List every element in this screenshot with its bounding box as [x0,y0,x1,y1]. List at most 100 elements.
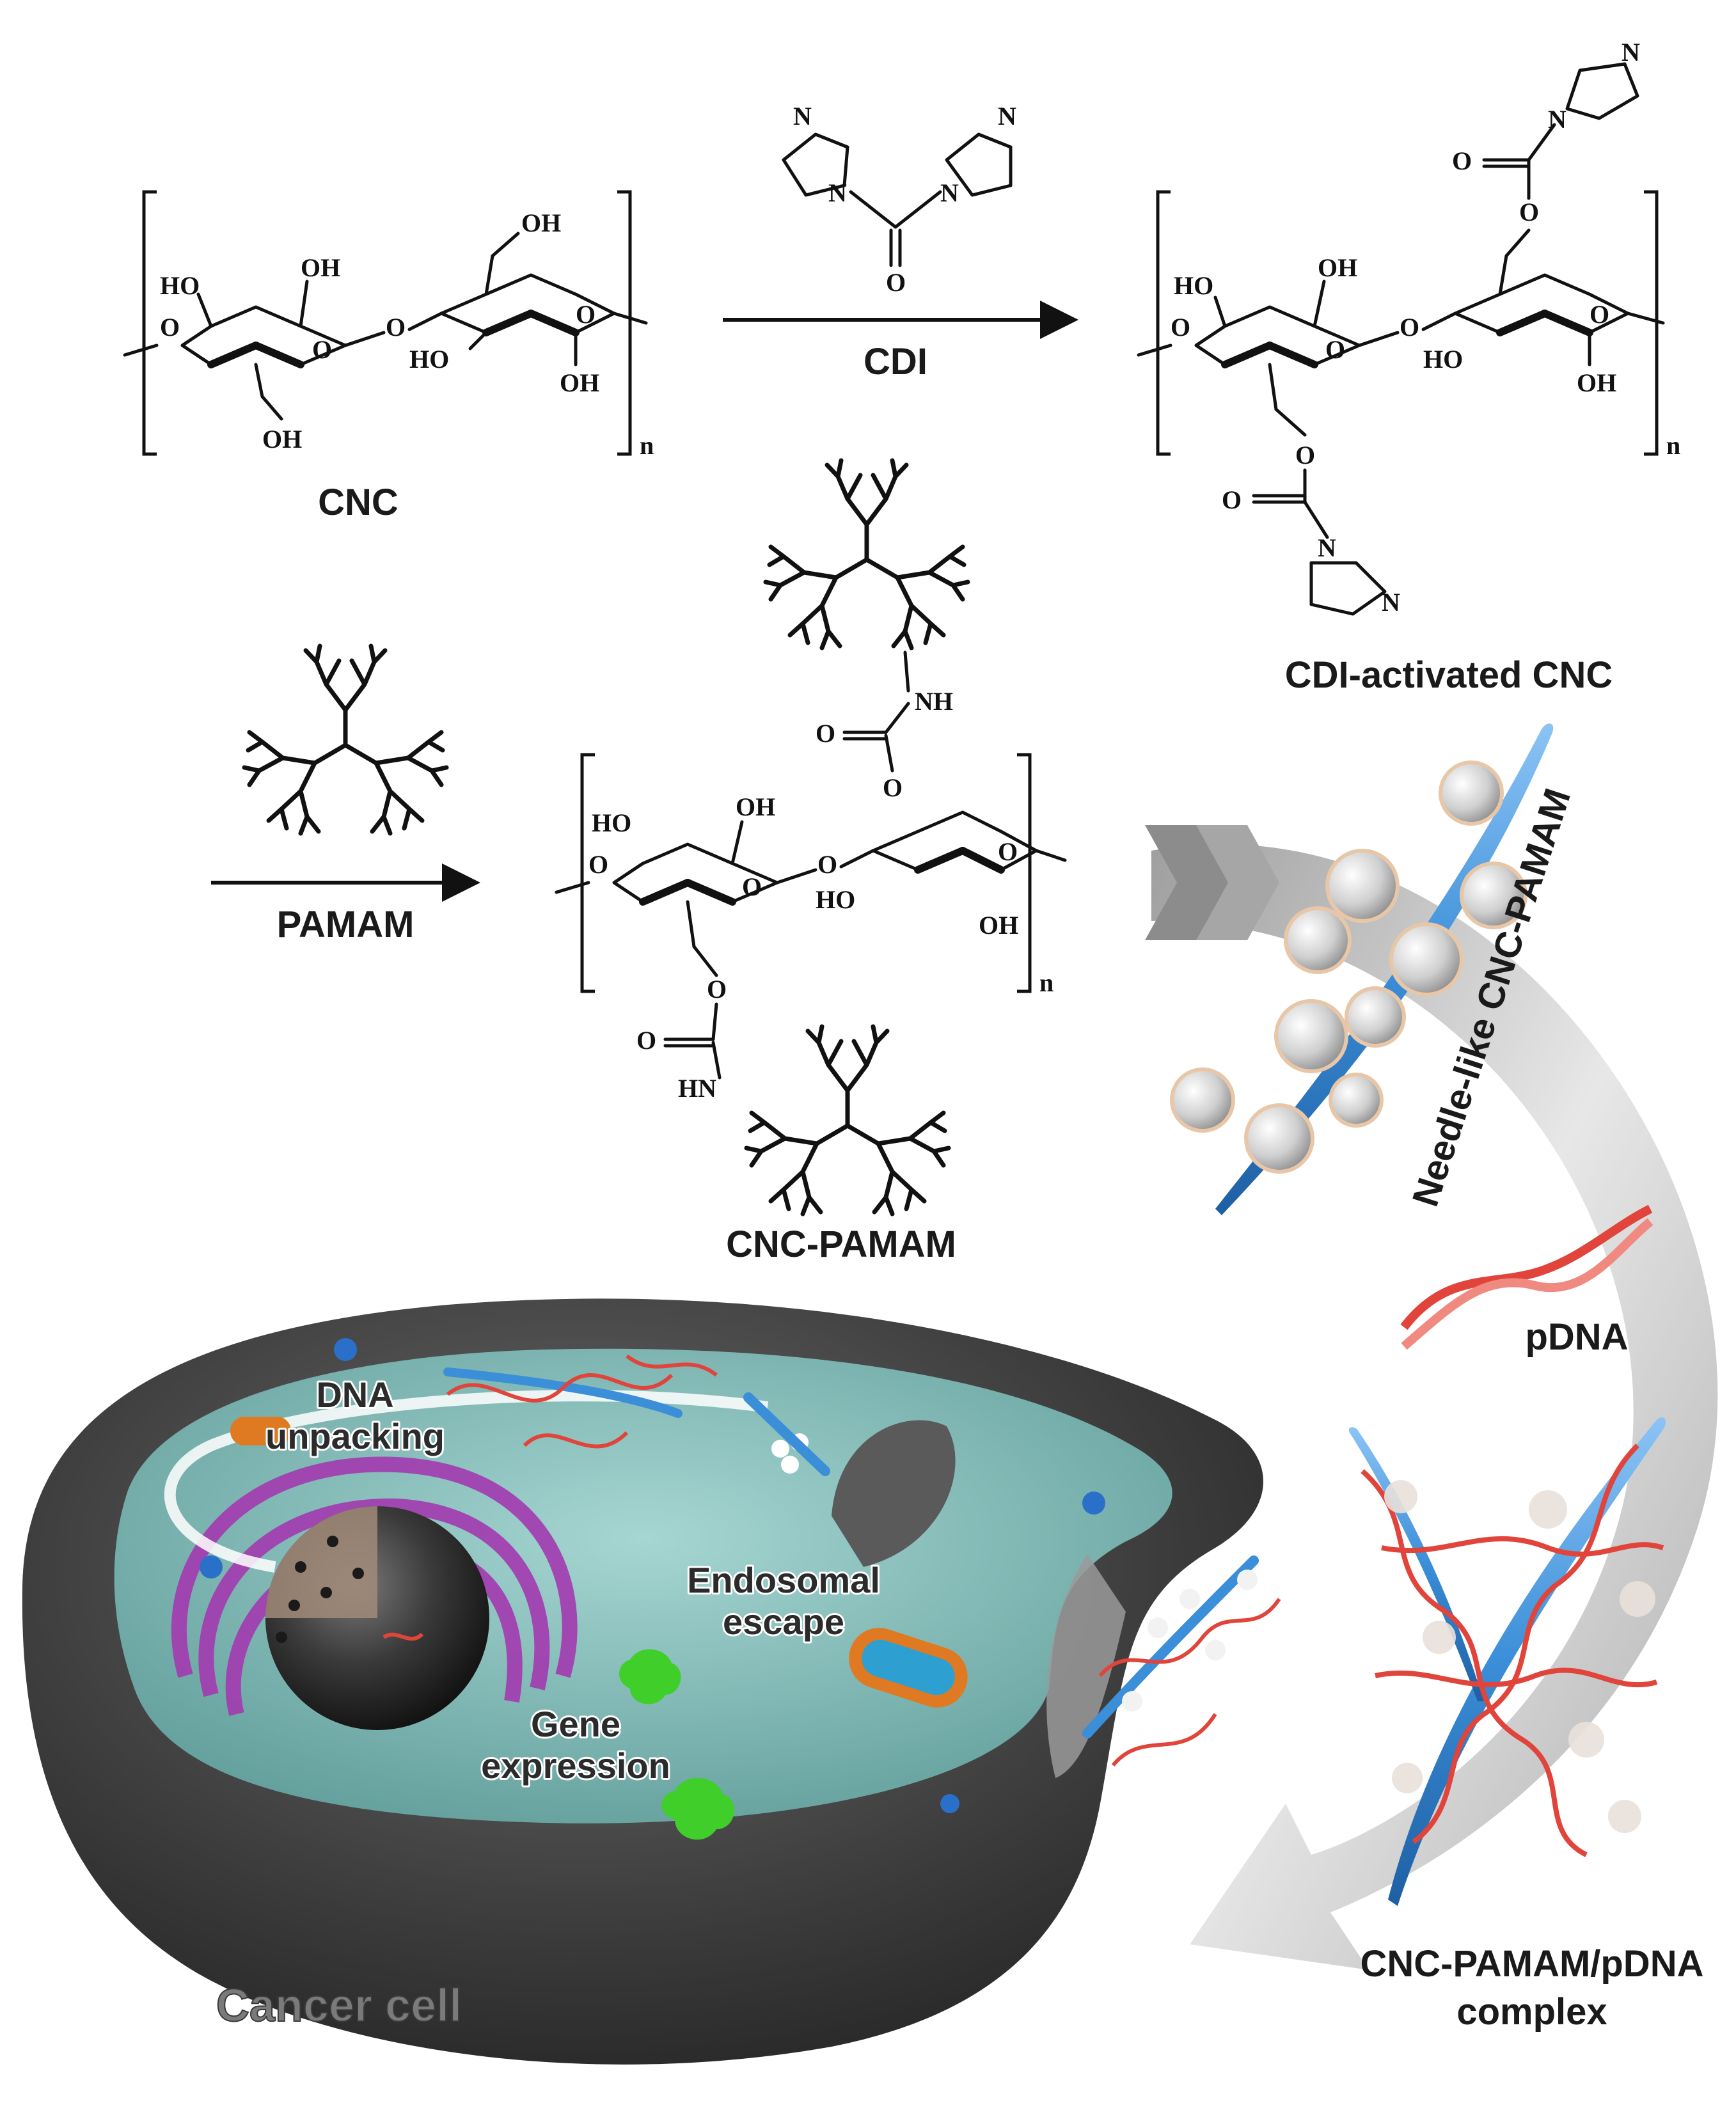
complex-label-line1: CNC-PAMAM/pDNA [1361,1943,1704,1985]
cnc-pamam-oh-right: OH [979,911,1018,940]
cdi-cnc-lower-carbonyl-o: O [1222,485,1242,514]
entering-needle-icon [1082,1555,1259,1738]
vesicle-icon-2 [200,1555,223,1579]
cnc-oh-right: OH [560,368,599,397]
pdna-strand-a [1400,1204,1653,1330]
cnc-needle-icon [1215,723,1554,1215]
gene-expression-label-line1: Gene [531,1704,620,1744]
cdi-cnc-glyco-o: O [1400,313,1419,342]
cnc-structure: n O O HO OH OH O O OH HO OH CNC [123,190,654,523]
cdi-cnc-upper-n1: N [1548,105,1566,134]
endosome-icon [832,1420,956,1567]
cdi-cnc-lower-o: O [1295,441,1315,469]
cnc-pamam-label: CNC-PAMAM [726,1224,956,1265]
cdi-cnc-ring2-o: O [1590,300,1609,329]
cnc-pamam-pdna-complex: CNC-PAMAM/pDNA complex [1348,1417,1704,2033]
cnc-oh-top2: OH [521,209,561,237]
protein-icon [619,1649,681,1705]
nucleus-envelope-cutaway [265,1506,377,1618]
cnc-pamam-subscript-n: n [1039,968,1053,997]
complex-dna-wraps [1361,1444,1664,1857]
process-arrow-icon [1151,844,1718,1970]
pamam-label: PAMAM [277,904,414,945]
cnc-pamam-hn: HN [678,1074,716,1103]
cnc-pamam-glyco-o: O [817,850,837,879]
vesicle-icon-3 [1082,1492,1105,1515]
cdi-reagent: N N N N O CDI [723,102,1078,382]
cdi-cnc-oh-top: OH [1318,253,1357,282]
cnc-ho-mid: HO [409,345,449,374]
cdi-cnc-ring1-o: O [1325,335,1345,364]
cdi-n-left-ring: N [828,178,847,207]
cnc-pamam-o-left: O [588,850,608,879]
cnc-o-left: O [160,313,180,342]
endosome-needle-icon [743,1392,830,1476]
vesicle-icon-4 [940,1794,959,1813]
nuclear-pores [276,1536,364,1643]
cnc-ring2-o: O [576,300,596,329]
nucleus-dna-icon [383,1632,424,1641]
cnc-label: CNC [318,482,398,523]
released-dna [446,1354,718,1449]
cnc-pamam-ho-top: HO [592,808,631,837]
process-arc [1145,825,1718,1970]
cancer-cell-label: Cancer cell [216,1980,462,2031]
cnc-oh-bottom: OH [262,425,302,453]
cdi-cnc-o-left: O [1171,313,1190,342]
cnc-pamam-top-carbonyl-o: O [816,719,835,748]
pamam-dendrimer-icon [244,646,446,833]
cdi-cnc-oh-right: OH [1577,368,1616,397]
cnc-pamam-nh: NH [915,687,953,716]
entering-dna [1098,1598,1281,1767]
cdi-cnc-upper-carbonyl-o: O [1452,146,1472,175]
vesicle-icon [334,1338,357,1361]
cdi-n-right: N [998,102,1016,130]
protein-icon-2 [661,1777,735,1840]
cdi-n-left: N [793,102,812,130]
pdna-label: pDNA [1525,1316,1628,1358]
membrane-invagination [1046,1554,1126,1778]
cdi-activated-cnc-label: CDI-activated CNC [1285,654,1613,696]
chevron-icon-2 [1196,825,1279,940]
cytosol-needle-icon [443,1367,683,1418]
cdi-cnc-ho-top: HO [1174,271,1213,300]
cnc-pamam-bottom-o: O [707,975,727,1004]
dna-unpacking-label-line2: unpacking [265,1416,445,1456]
pamam-particles [1170,760,1527,1174]
cnc-ho-top: HO [160,271,200,300]
cnc-pamam-ho-mid: HO [816,885,855,914]
pamam-dendrimer-bottom-icon [746,1027,949,1214]
cdi-activated-cnc-structure: n O O HO OH O O HO OH O O N N [1137,38,1680,696]
complex-pamam-particles [1384,1480,1655,1833]
cnc-oh-top1: OH [301,253,340,282]
cdi-cnc-lower-n2: N [1382,588,1400,617]
endosomal-escape-label-line1: Endosomal [687,1560,880,1600]
entering-particles [1122,1570,1258,1712]
cnc-pamam-structure: NH O O n O O HO OH O O HO OH O O [555,461,1067,1265]
dna-unpacking-label-line1: DNA [316,1374,393,1415]
cnc-pamam-oh-top: OH [736,792,775,821]
cdi-label: CDI [864,341,927,382]
cdi-cnc-lower-n1: N [1318,533,1336,562]
cdi-cnc-subscript-n: n [1666,431,1680,460]
pdna-strand-b [1401,1218,1653,1350]
complex-needle-icon-2 [1348,1427,1484,1701]
cdi-cnc-ho-mid: HO [1423,345,1463,374]
cnc-pamam-ring1-o: O [742,872,762,901]
pdna: pDNA [1400,1204,1653,1358]
gene-expression-label-line2: expression [481,1745,670,1786]
pamam-dendrimer-top-icon [766,461,968,648]
cdi-cnc-upper-o: O [1519,198,1539,226]
mitochondria-small-icon [230,1417,291,1445]
endosomal-escape-label-line2: escape [723,1602,844,1642]
cdi-o: O [886,268,906,297]
mitochondria-inner [862,1639,955,1696]
cnc-ring1-o: O [312,335,332,364]
cnc-pamam-bottom-carbonyl-o: O [636,1026,656,1055]
cdi-n-right-ring: N [940,178,959,207]
cnc-glyco-o: O [386,313,406,342]
cancer-cell: DNA unpacking Endosomal escape Gene expr… [22,1298,1281,2065]
complex-label-line2: complex [1456,1991,1607,2033]
cnc-subscript-n: n [640,431,654,460]
